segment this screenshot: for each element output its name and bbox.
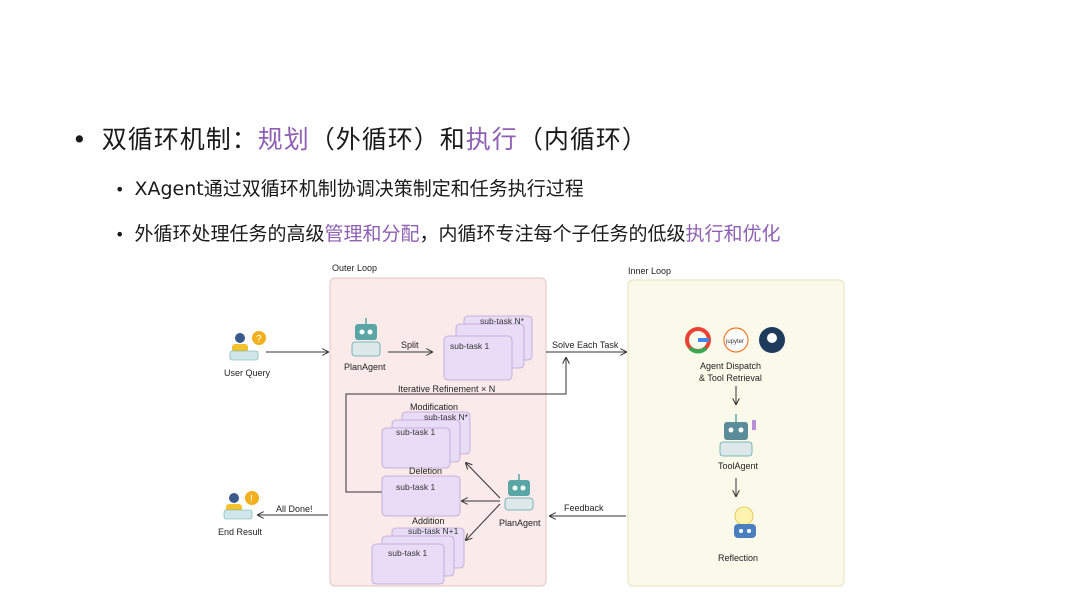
end-result-label: End Result — [218, 527, 263, 537]
subtask-n-mod-label: sub-task N* — [424, 412, 469, 422]
subtask-1-del-label: sub-task 1 — [396, 482, 435, 492]
all-done-label: All Done! — [276, 504, 313, 514]
feedback-label: Feedback — [564, 503, 604, 513]
top-task-stack — [443, 315, 533, 381]
user-icon — [229, 333, 259, 361]
lightbulb-icon — [734, 506, 756, 538]
main-bullet-prefix: 双循环机制： — [101, 125, 258, 154]
xagent-diagram: Outer Loop Inner Loop ? User Query PlanA… — [212, 258, 852, 598]
subtask-n1-label: sub-task N+1 — [408, 526, 459, 536]
octopus-icon — [759, 327, 785, 353]
bullet-dot: • — [115, 180, 125, 199]
plan-agent-label: PlanAgent — [344, 362, 386, 372]
modification-label: Modification — [410, 402, 458, 412]
sub-bullet-1-text: XAgent通过双循环机制协调决策制定和任务执行过程 — [134, 178, 584, 200]
deletion-label: Deletion — [409, 466, 442, 476]
to-modification-arrow — [466, 463, 501, 499]
subtask-1-mod-label: sub-task 1 — [396, 427, 435, 437]
robot-icon — [504, 474, 534, 511]
agent-dispatch-label-1: Agent Dispatch — [700, 361, 761, 371]
outer-loop-label: Outer Loop — [332, 263, 377, 273]
user-query-label: User Query — [224, 368, 271, 378]
bullet-dot: • — [115, 225, 125, 244]
sub-bullet-2-highlight-manage: 管理和分配 — [324, 223, 420, 245]
svg-text:!: ! — [250, 494, 253, 505]
google-icon — [685, 327, 711, 354]
main-bullet-highlight-plan: 规划 — [257, 125, 310, 154]
info-badge-icon: ! — [245, 491, 259, 505]
main-bullet-mid: （外循环）和 — [309, 125, 466, 154]
plan-agent-2-label: PlanAgent — [499, 518, 541, 528]
modification-task-stack — [381, 411, 471, 469]
solve-each-task-label: Solve Each Task — [552, 340, 619, 350]
reflection-label: Reflection — [718, 553, 758, 563]
tool-agent-label: ToolAgent — [718, 461, 759, 471]
main-bullet: • 双循环机制：规划（外循环）和执行（内循环） — [72, 120, 648, 156]
subtask-1-add-label: sub-task 1 — [388, 548, 427, 558]
sub-bullet-2-mid: ，内循环专注每个子任务的低级 — [419, 223, 686, 245]
sub-bullet-2-prefix: 外循环处理任务的高级 — [134, 223, 325, 245]
inner-loop-label: Inner Loop — [628, 266, 671, 276]
robot-icon — [351, 318, 381, 357]
refinement-loop-arrow — [345, 358, 566, 493]
iterative-refinement-label: Iterative Refinement × N — [398, 384, 495, 394]
question-badge-icon: ? — [252, 331, 266, 345]
jupyter-icon: jupyter — [723, 327, 749, 353]
split-label: Split — [401, 340, 419, 350]
deletion-task-card — [381, 475, 461, 517]
agent-dispatch-label-2: & Tool Retrieval — [699, 373, 762, 383]
main-bullet-highlight-exec: 执行 — [465, 125, 518, 154]
svg-text:?: ? — [256, 334, 262, 345]
subtask-n-label: sub-task N* — [480, 316, 525, 326]
addition-label: Addition — [412, 516, 445, 526]
main-bullet-suffix: （内循环） — [517, 125, 648, 154]
to-addition-arrow — [466, 503, 501, 540]
jupyter-label: jupyter — [725, 339, 744, 345]
subtask-1-label: sub-task 1 — [450, 341, 489, 351]
diagram-canvas: Outer Loop Inner Loop ? User Query PlanA… — [218, 263, 845, 587]
robot-icon — [719, 414, 756, 457]
sub-bullet-1: • XAgent通过双循环机制协调决策制定和任务执行过程 — [115, 174, 584, 201]
sub-bullet-2: • 外循环处理任务的高级管理和分配，内循环专注每个子任务的低级执行和优化 — [115, 219, 781, 246]
addition-task-stack — [371, 527, 465, 585]
bullet-dot: • — [72, 125, 88, 154]
sub-bullet-2-highlight-exec: 执行和优化 — [685, 223, 781, 245]
user-icon — [223, 493, 253, 520]
